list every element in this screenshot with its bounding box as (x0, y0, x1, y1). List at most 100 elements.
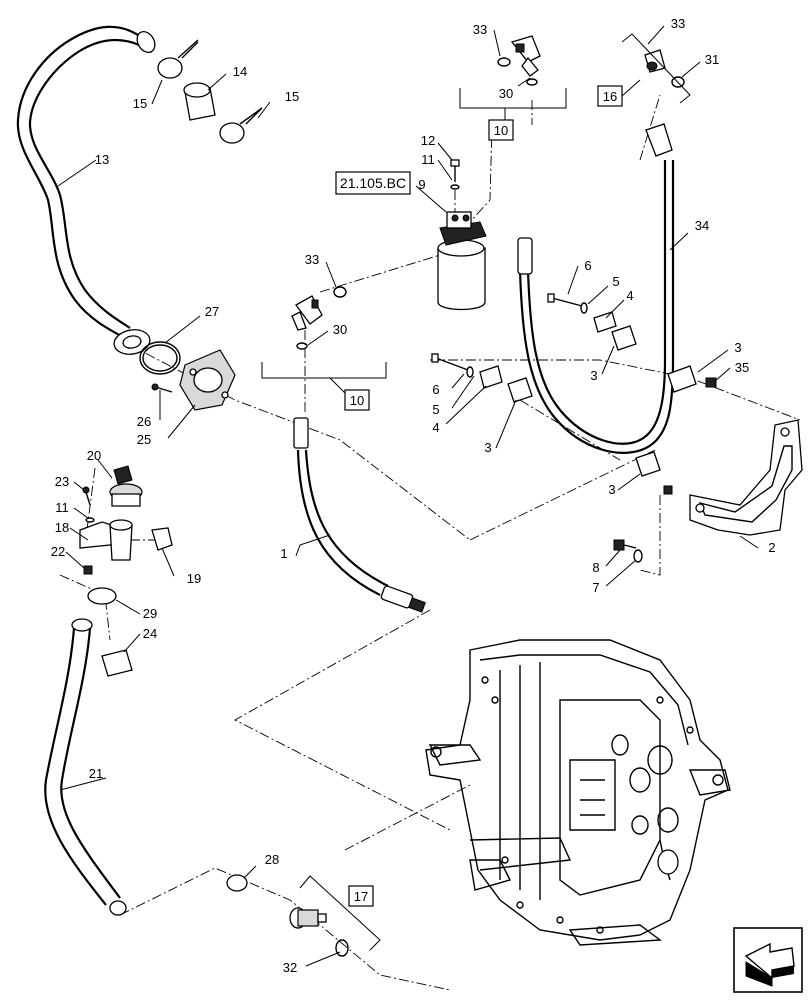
callout-35: 35 (735, 360, 749, 375)
o-ring-30-lower (296, 342, 308, 350)
washer-11 (450, 184, 460, 190)
nut-22 (83, 565, 93, 575)
plug-fitting (644, 49, 666, 73)
group-label-16: 16 (603, 89, 617, 104)
callout-22: 22 (51, 544, 65, 559)
bracket-2 (689, 419, 803, 536)
callout-33b: 33 (671, 16, 685, 31)
reference-box-label: 21.105.BC (340, 175, 406, 191)
washer-7 (633, 549, 643, 563)
callout-30b: 30 (333, 322, 347, 337)
cap-20 (109, 465, 143, 507)
callout-15b: 15 (285, 89, 299, 104)
hose-1 (293, 417, 426, 613)
callout-3a: 3 (734, 340, 741, 355)
reference-box[interactable]: 21.105.BC (335, 171, 411, 195)
callout-5b: 5 (432, 402, 439, 417)
callout-labels: 1 2 3 3 3 3 4 4 5 5 6 6 7 8 9 11 11 12 1… (51, 16, 776, 975)
screw-23 (82, 486, 91, 506)
callout-11a: 11 (421, 152, 435, 167)
callout-5a: 5 (612, 274, 619, 289)
nut-35 (705, 377, 717, 388)
o-ring-31 (671, 76, 685, 88)
nav-arrow-icon[interactable] (733, 927, 803, 993)
clamp-3-right-a (611, 325, 637, 351)
callout-2: 2 (768, 540, 775, 555)
callout-28: 28 (265, 852, 279, 867)
group-bracket-16 (597, 33, 691, 107)
callout-6a: 6 (584, 258, 591, 273)
screw-26 (151, 383, 173, 393)
bolt-6-left (431, 353, 469, 371)
leader-lines (57, 25, 759, 967)
hose-34 (517, 123, 675, 455)
group-bracket-10-lower (261, 362, 387, 411)
callout-30a: 30 (499, 86, 513, 101)
clip-4-right (593, 311, 617, 333)
hose-13 (16, 25, 156, 355)
callout-26: 26 (137, 414, 151, 429)
callout-12: 12 (421, 133, 435, 148)
callout-19: 19 (187, 571, 201, 586)
callout-33a: 33 (473, 22, 487, 37)
callout-6b: 6 (432, 382, 439, 397)
o-ring-32 (335, 939, 349, 957)
callout-20: 20 (87, 448, 101, 463)
group-label-10-lower: 10 (350, 393, 364, 408)
oil-filter-9 (437, 211, 487, 311)
callout-4b: 4 (432, 420, 439, 435)
callout-18: 18 (55, 520, 69, 535)
elbow-fitting-lower (291, 295, 323, 331)
clamp-29 (87, 587, 117, 605)
clamp-15-lower (219, 107, 263, 144)
washer-5-right (580, 302, 588, 314)
screw-12 (450, 159, 460, 182)
washer-5-left (466, 366, 474, 378)
callout-25: 25 (137, 432, 151, 447)
callout-29: 29 (143, 606, 157, 621)
clamp-28 (226, 874, 248, 892)
group-label-17: 17 (354, 889, 368, 904)
o-ring-33-upper (497, 57, 511, 67)
elbow-fitting-upper (510, 35, 541, 77)
callout-8: 8 (592, 560, 599, 575)
callout-23: 23 (55, 474, 69, 489)
callout-34: 34 (695, 218, 709, 233)
adapter-fitting (289, 907, 327, 929)
tube-14 (183, 82, 216, 121)
filler-bracket-18 (79, 519, 133, 561)
clip-19 (151, 527, 173, 551)
callout-3c: 3 (484, 440, 491, 455)
callout-13: 13 (95, 152, 109, 167)
callout-1: 1 (280, 546, 287, 561)
transmission-housing (425, 639, 731, 946)
clamp-3-right-b (667, 365, 697, 393)
o-ring-30-upper (526, 78, 538, 86)
callout-9: 9 (418, 177, 425, 192)
callout-14: 14 (233, 64, 247, 79)
callout-27: 27 (205, 304, 219, 319)
screw-8 (613, 539, 637, 551)
group-bracket-10-upper (459, 88, 567, 141)
callout-3d: 3 (608, 482, 615, 497)
hose-21 (44, 618, 127, 916)
washer-11-lower (85, 517, 95, 523)
clip-4-left (479, 365, 503, 389)
bolt-6-right (547, 293, 583, 307)
callout-11b: 11 (55, 500, 69, 515)
tag-24 (101, 649, 133, 677)
flange-25 (179, 349, 236, 411)
clamp-3-lower (635, 451, 661, 477)
group-label-10-upper: 10 (494, 123, 508, 138)
callout-21: 21 (89, 766, 103, 781)
seal-27 (139, 341, 181, 375)
clamp-3-left (507, 377, 533, 403)
callout-32: 32 (283, 960, 297, 975)
callout-33c: 33 (305, 252, 319, 267)
clamp-15-upper (157, 39, 199, 79)
callout-24: 24 (143, 626, 157, 641)
callout-7: 7 (592, 580, 599, 595)
o-ring-33-lower (333, 286, 347, 298)
